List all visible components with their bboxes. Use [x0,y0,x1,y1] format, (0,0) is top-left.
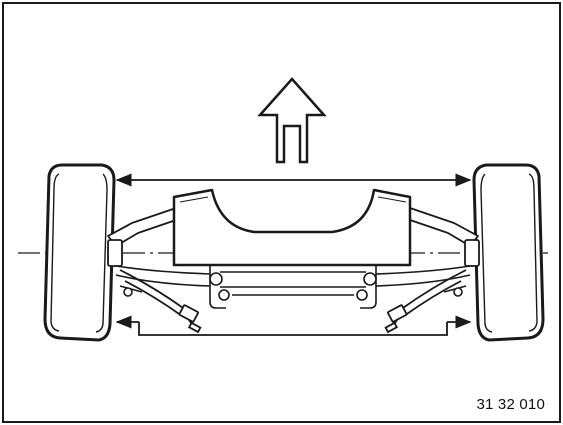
suspension-diagram [18,77,548,342]
direction-arrow-icon [257,77,327,164]
right-adjusting-bolt [384,304,408,334]
wheel-hubs [107,239,480,267]
right-wheel [472,163,545,342]
left-wheel [43,163,116,342]
lower-linkage [115,264,471,309]
linkage-joints [123,272,463,301]
tie-rods [119,269,467,317]
subframe-crossmember [172,188,412,267]
figure-reference-code: 31 32 010 [476,396,545,413]
track-width-bottom-dimension [115,315,472,336]
left-adjusting-bolt [178,304,202,334]
